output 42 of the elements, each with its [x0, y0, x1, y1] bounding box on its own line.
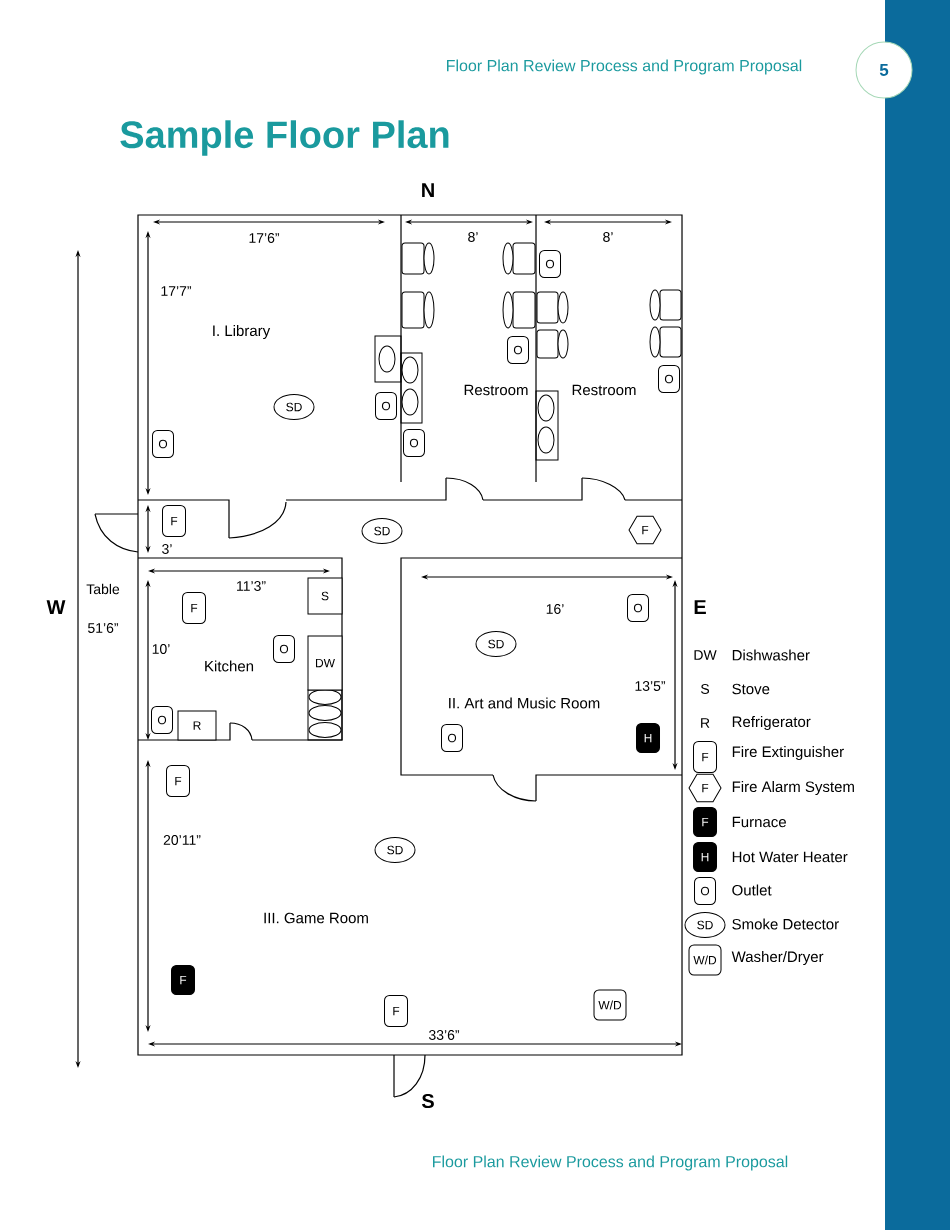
legend-label: Fire Alarm System	[732, 781, 854, 795]
room-label: Restroom	[464, 384, 528, 396]
legend-label: Washer/Dryer	[731, 951, 824, 965]
legend-symbol-text: DW	[694, 650, 717, 660]
legend-symbol-text: S	[701, 684, 710, 694]
appliance-box: R	[177, 710, 217, 741]
legend-label: Hot Water Heater	[732, 851, 848, 863]
appliance-box: S	[307, 577, 343, 615]
room-label: II. Art and Music Room	[449, 697, 600, 709]
page-title: Sample Floor Plan	[120, 120, 449, 156]
compass-letter: N	[422, 183, 434, 197]
legend-label: Refrigerator	[732, 716, 811, 730]
dimension-text: 3’	[162, 544, 172, 554]
dimension-text: 8’	[468, 232, 478, 242]
dimension-text: 20’11”	[163, 835, 201, 845]
legend-label: Dishwasher	[732, 649, 810, 661]
dimension-text: 17’7”	[161, 286, 192, 296]
legend-label: Outlet	[732, 884, 772, 896]
dimension-text: 13’5”	[635, 681, 666, 691]
legend-label: Stove	[732, 683, 770, 695]
footer-text: Floor Plan Review Process and Program Proposal	[433, 1155, 788, 1171]
legend-label: Furnace	[732, 816, 786, 828]
room-label: Restroom	[572, 384, 636, 396]
dimension-text: 11’3”	[237, 581, 266, 591]
room-label: III. Game Room	[264, 912, 368, 924]
compass-letter: W	[46, 600, 66, 614]
room-label: Kitchen	[205, 660, 254, 672]
legend-label: Fire Extinguisher	[732, 746, 844, 760]
dimension-text: 16’	[546, 604, 564, 614]
appliance-box: DW	[307, 635, 343, 691]
compass-letter: E	[694, 600, 706, 614]
legend-symbol-text: R	[701, 718, 710, 728]
compass-letter: S	[421, 1093, 434, 1109]
dimension-text: 51’6”	[88, 623, 119, 633]
dimension-text: 33’6”	[428, 1030, 460, 1040]
room-label: I. Library	[213, 325, 271, 339]
dimension-text: 10’	[152, 644, 170, 654]
table-label: Table	[86, 583, 120, 595]
header-text: Floor Plan Review Process and Program Proposal	[447, 59, 802, 75]
dimension-text: 8’	[603, 232, 613, 242]
legend-label: Smoke Detector	[732, 918, 839, 930]
dimension-text: 17’6”	[249, 233, 280, 243]
